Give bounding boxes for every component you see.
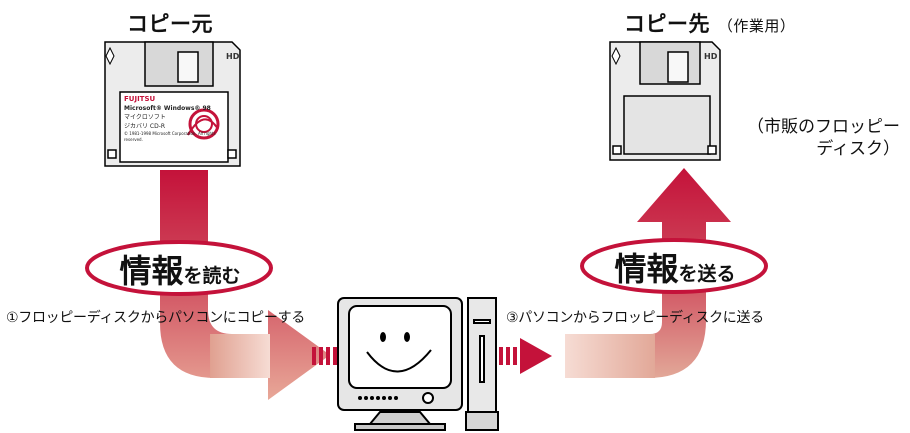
disk-label-footer: © 1981-1998 Microsoft Corporation. All r… <box>124 131 216 142</box>
computer-monitor <box>337 297 463 431</box>
read-bubble-outline <box>85 240 273 296</box>
transfer-stripes-right <box>499 338 552 374</box>
send-bubble: 情報を送る <box>593 244 757 290</box>
send-bubble-outline <box>580 238 768 294</box>
dest-disk-title: コピー先 （作業用） <box>624 8 795 38</box>
dest-disk-title-main: コピー先 <box>624 12 710 36</box>
read-bubble: 情報を読む <box>98 246 262 292</box>
source-disk-title: コピー元 <box>127 12 213 36</box>
read-arrow-tail <box>210 334 270 378</box>
send-flow-arrow <box>565 168 731 378</box>
monitor-face <box>366 332 432 373</box>
step3-caption: ③パソコンからフロッピーディスクに送る <box>506 310 764 326</box>
send-arrow-tail <box>565 334 655 378</box>
dest-disk-subtitle: （作業用） <box>717 17 796 35</box>
monitor-buttons <box>358 396 398 400</box>
commercial-disk-note: （市販のフロッピー ディスク） <box>740 116 900 160</box>
source-disk-hd-marker: HD <box>226 52 240 61</box>
source-floppy-disk <box>104 41 241 167</box>
disk-label-content <box>187 108 220 140</box>
disk-label-line1: Microsoft® Windows® 98 <box>124 105 211 112</box>
transfer-stripes-left <box>312 347 337 365</box>
read-flow-arrow <box>160 170 330 400</box>
tower-pc <box>465 297 499 431</box>
disk-label-sticker <box>119 91 229 163</box>
disk-label-line2: マイクロソフト <box>124 114 166 121</box>
disk-label-line3: ジカバリ CD-R <box>124 123 166 130</box>
disk-label-text: FUJITSU Microsoft® Windows® 98 マイクロソフト ジ… <box>124 95 224 143</box>
read-bubble-small: を読む <box>183 265 241 287</box>
step1-caption: ①フロッピーディスクからパソコンにコピーする <box>6 310 305 326</box>
send-bubble-main: 情報 <box>614 250 679 288</box>
commercial-note-line2: ディスク） <box>816 139 900 159</box>
commercial-note-line1: （市販のフロッピー <box>747 117 900 137</box>
send-bubble-small: を送る <box>678 263 736 285</box>
dest-disk-hd-marker: HD <box>704 52 718 61</box>
dest-floppy-disk <box>609 41 721 161</box>
disk-label-brand: FUJITSU <box>124 95 156 103</box>
read-bubble-main: 情報 <box>119 252 184 290</box>
